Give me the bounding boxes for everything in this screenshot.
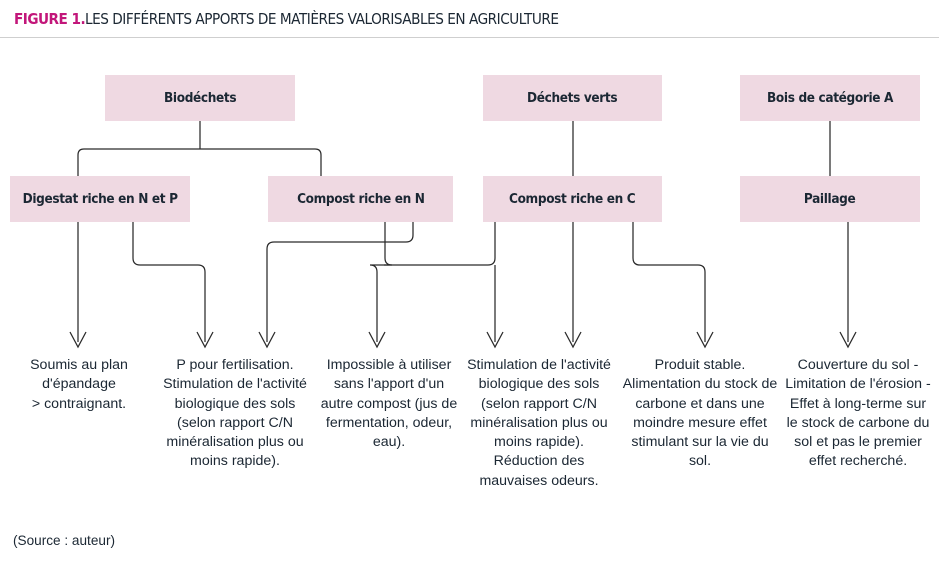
- figure-title-bar: FIGURE 1. LES DIFFÉRENTS APPORTS DE MATI…: [0, 0, 939, 38]
- outcome-text-1: Soumis au plan d'épandage > contraignant…: [30, 357, 128, 412]
- node-compost-riche-en-n[interactable]: Compost riche en N: [268, 176, 453, 222]
- node-bois-categorie-a[interactable]: Bois de catégorie A: [740, 75, 920, 121]
- edge-biodechets-bracket: [77, 148, 322, 176]
- arrow-compostn-2-head: [368, 331, 386, 349]
- arrow-compostn-1-head: [258, 331, 276, 349]
- node-dechets-verts[interactable]: Déchets verts: [483, 75, 662, 121]
- arrow-compostc-1-head: [486, 331, 504, 349]
- outcome-text-2: P pour fertilisation. Stimulation de l'a…: [163, 357, 307, 470]
- node-compost-riche-en-c-label: Compost riche en C: [509, 191, 636, 207]
- node-biodechets[interactable]: Biodéchets: [105, 75, 295, 121]
- arrow-digestat-1-head: [69, 331, 87, 349]
- arrow-digestat-2-head: [196, 331, 214, 349]
- outcome-text-3: Impossible à utiliser sans l'apport d'un…: [320, 357, 458, 451]
- node-digestat-label: Digestat riche en N et P: [22, 191, 178, 207]
- arrow-digestat-2-line: [132, 222, 206, 342]
- arrow-paillage-1-head: [839, 331, 857, 349]
- node-dechets-verts-label: Déchets verts: [527, 90, 618, 106]
- edge-compostc-to-col377: [384, 222, 496, 266]
- arrow-compostc-2-head: [564, 331, 582, 349]
- node-paillage[interactable]: Paillage: [740, 176, 920, 222]
- arrow-compostc-3-head: [696, 331, 714, 349]
- outcome-text-5: Produit stable. Alimentation du stock de…: [622, 357, 778, 470]
- arrow-compostn-2-line: [369, 222, 393, 342]
- figure-number-label: FIGURE 1.: [14, 9, 86, 28]
- arrow-compostn-1-line: [266, 222, 414, 342]
- arrow-compostc-3-line: [632, 222, 706, 342]
- node-digestat[interactable]: Digestat riche en N et P: [10, 176, 190, 222]
- node-paillage-label: Paillage: [804, 191, 856, 207]
- outcome-text-4: Stimulation de l'activité biologique des…: [467, 357, 611, 489]
- node-biodechets-label: Biodéchets: [163, 90, 237, 106]
- node-bois-categorie-a-label: Bois de catégorie A: [766, 90, 894, 106]
- source-note: (Source : auteur): [13, 533, 115, 548]
- page-title: LES DIFFÉRENTS APPORTS DE MATIÈRES VALOR…: [84, 9, 559, 28]
- node-compost-riche-en-n-label: Compost riche en N: [296, 191, 425, 207]
- outcome-text-6: Couverture du sol - Limitation de l'éros…: [785, 357, 931, 470]
- node-compost-riche-en-c[interactable]: Compost riche en C: [483, 176, 662, 222]
